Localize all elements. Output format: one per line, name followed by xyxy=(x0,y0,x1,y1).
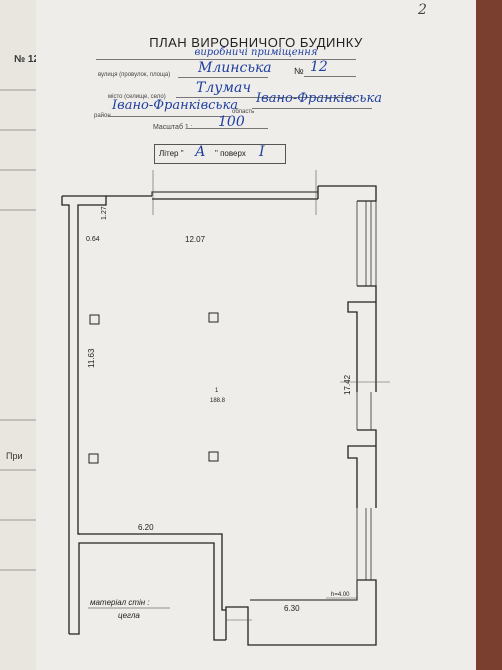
region-label: область xyxy=(232,109,255,115)
column xyxy=(208,451,219,462)
region-value: Івано-Франківська xyxy=(256,91,383,106)
street-label: вулиця (провулок, площа) xyxy=(98,72,171,78)
floor-value: І xyxy=(259,144,265,160)
bottom-inner-wall xyxy=(250,580,358,601)
right-wall-mid xyxy=(347,285,377,392)
left-page-number: № 12 xyxy=(14,54,40,65)
right-wall-lower xyxy=(347,429,377,508)
room-number: 1 xyxy=(215,388,219,394)
page-number: 2 xyxy=(418,2,427,18)
column xyxy=(89,314,100,325)
annex-outline xyxy=(69,542,226,641)
column xyxy=(88,453,99,464)
height-label: h=4.00 xyxy=(331,592,350,598)
document-page: 2 ПЛАН ВИРОБНИЧОГО БУДИНКУ виробничі при… xyxy=(36,0,476,670)
district-value: Івано-Франківська xyxy=(112,98,239,113)
material-value: цегла xyxy=(118,611,140,620)
district-underline xyxy=(108,116,230,117)
scale-value: 100 xyxy=(218,114,245,130)
street-value: Млинська xyxy=(198,60,272,76)
bottom-right-wall xyxy=(225,579,377,646)
column xyxy=(208,312,219,323)
dim-left-label: 11.63 xyxy=(87,348,96,368)
top-right-corner xyxy=(317,185,377,202)
left-page-lines xyxy=(0,89,40,571)
dim-top-label: 12.07 xyxy=(185,235,206,244)
dim-small-top-label: 1.27 xyxy=(101,206,108,220)
dim-bottom-left-label: 6.20 xyxy=(138,523,154,532)
document-subtitle: виробничі приміщення xyxy=(194,47,318,58)
document-title: ПЛАН ВИРОБНИЧОГО БУДИНКУ xyxy=(149,35,363,50)
region-underline xyxy=(252,108,372,109)
left-page: № 12 При xyxy=(0,0,40,670)
liter-value: А xyxy=(195,144,206,160)
left-page-label: При xyxy=(6,451,23,461)
material-label: матеріал стін : xyxy=(90,598,150,607)
room-area: 188.8 xyxy=(210,398,226,404)
street-underline xyxy=(178,77,268,78)
city-value: Тлумач xyxy=(196,80,252,96)
floor-label: " поверх xyxy=(215,149,246,158)
house-label: № xyxy=(294,66,304,76)
scale-underline xyxy=(188,128,268,129)
right-window-1 xyxy=(356,201,377,286)
house-underline xyxy=(304,76,356,77)
dim-bottom-right-label: 6.30 xyxy=(284,604,300,613)
liter-label: Літер " xyxy=(159,149,184,158)
house-value: 12 xyxy=(310,59,328,75)
right-window-3 xyxy=(356,508,372,580)
left-wall-outer xyxy=(61,196,70,634)
dim-small-left-label: 0.64 xyxy=(86,236,100,243)
dim-right-label: 17.42 xyxy=(343,374,352,395)
building-outline xyxy=(61,185,377,646)
scale-label: Масштаб 1 : xyxy=(153,124,193,131)
top-wall xyxy=(106,195,318,200)
district-label: район xyxy=(94,113,111,119)
top-window-line xyxy=(151,191,318,196)
left-wall-inner xyxy=(62,195,107,535)
annex-top-wall xyxy=(79,533,226,611)
liter-box: Літер " А " поверх І xyxy=(154,144,286,164)
right-window-2 xyxy=(356,392,372,430)
city-underline xyxy=(176,97,356,98)
subtitle-underline xyxy=(96,59,356,60)
city-label: місто (селище, село) xyxy=(108,94,166,100)
